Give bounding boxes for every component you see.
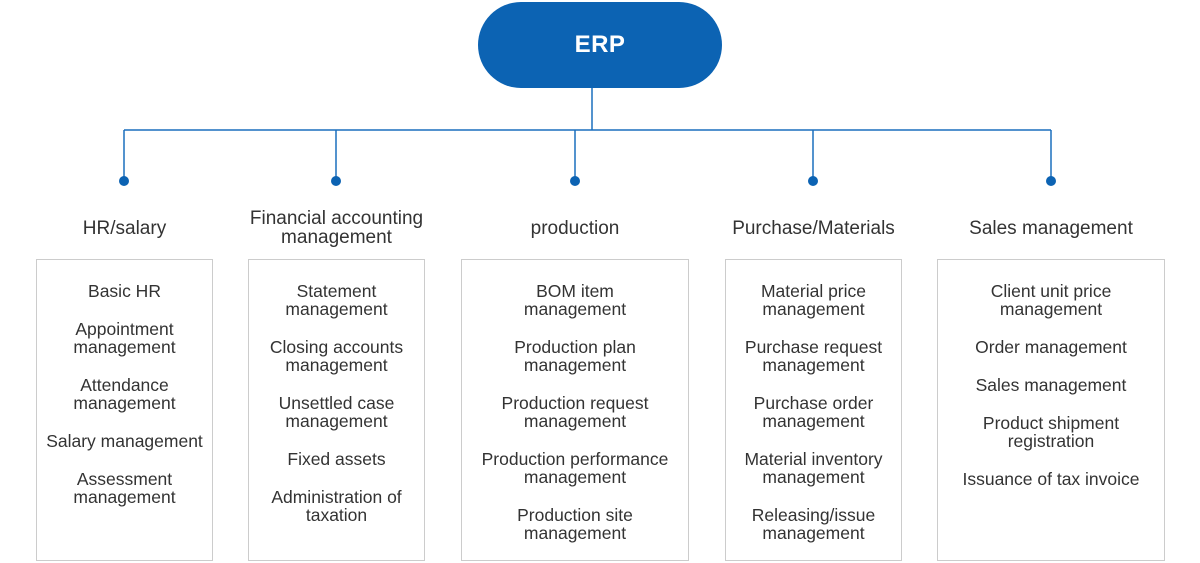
list-item: Purchase request management: [744, 337, 883, 375]
column-purchase-materials: Purchase/Materials Material price manage…: [725, 0, 902, 563]
list-item: Assessment management: [73, 469, 176, 507]
list-item: Administration of taxation: [271, 487, 402, 525]
column-card: BOM item management Production plan mana…: [461, 259, 689, 561]
card-item-list: Statement management Closing accounts ma…: [249, 282, 424, 524]
column-title-text: Sales management: [969, 217, 1133, 239]
column-card: Material price management Purchase reque…: [725, 259, 902, 561]
column-production: production BOM item management Productio…: [461, 0, 689, 563]
column-card: Statement management Closing accounts ma…: [248, 259, 425, 561]
branch-dot-production: [570, 176, 580, 186]
list-item: Client unit price management: [990, 281, 1112, 319]
list-item: Basic HR: [88, 281, 161, 301]
list-item: Appointment management: [73, 319, 176, 357]
card-item-list: BOM item management Production plan mana…: [462, 282, 688, 542]
list-item: Production request management: [501, 393, 649, 431]
column-card: Client unit price management Order manag…: [937, 259, 1165, 561]
column-card: Basic HR Appointment management Attendan…: [36, 259, 213, 561]
column-title: Purchase/Materials: [685, 204, 942, 252]
list-item: Sales management: [975, 375, 1127, 395]
list-item: Material inventory management: [744, 449, 883, 487]
list-item: Production performance management: [481, 449, 669, 487]
column-title: Sales management: [897, 204, 1200, 252]
branch-dot-sales: [1046, 176, 1056, 186]
column-financial-accounting: Financial accounting management Statemen…: [248, 0, 425, 563]
branch-dot-finance: [331, 176, 341, 186]
list-item: Unsettled case management: [278, 393, 395, 431]
list-item: Closing accounts management: [269, 337, 404, 375]
column-title-text: HR/salary: [82, 217, 167, 239]
root-node-erp: ERP: [478, 2, 722, 88]
list-item: Fixed assets: [287, 449, 386, 469]
column-title: production: [421, 204, 729, 252]
column-hr-salary: HR/salary Basic HR Appointment managemen…: [36, 0, 213, 563]
card-item-list: Client unit price management Order manag…: [938, 282, 1164, 488]
list-item: Material price management: [760, 281, 867, 319]
column-title-text: Financial accounting management: [249, 208, 424, 248]
branch-dot-purchase: [808, 176, 818, 186]
card-item-list: Material price management Purchase reque…: [726, 282, 901, 542]
list-item: Salary management: [46, 431, 203, 451]
branch-dot-hr: [119, 176, 129, 186]
column-title-text: production: [530, 217, 620, 239]
column-title: Financial accounting management: [208, 204, 465, 252]
list-item: Issuance of tax invoice: [962, 469, 1140, 489]
list-item: Production plan management: [514, 337, 636, 375]
root-label: ERP: [574, 31, 626, 58]
column-title-text: Purchase/Materials: [732, 217, 895, 239]
list-item: BOM item management: [523, 281, 627, 319]
list-item: Product shipment registration: [982, 413, 1120, 451]
list-item: Attendance management: [73, 375, 176, 413]
list-item: Releasing/issue management: [751, 505, 876, 543]
list-item: Production site management: [517, 505, 633, 543]
list-item: Order management: [975, 337, 1127, 357]
column-title: HR/salary: [0, 204, 253, 252]
card-item-list: Basic HR Appointment management Attendan…: [37, 282, 212, 506]
column-sales-management: Sales management Client unit price manag…: [937, 0, 1165, 563]
list-item: Statement management: [285, 281, 388, 319]
list-item: Purchase order management: [753, 393, 874, 431]
